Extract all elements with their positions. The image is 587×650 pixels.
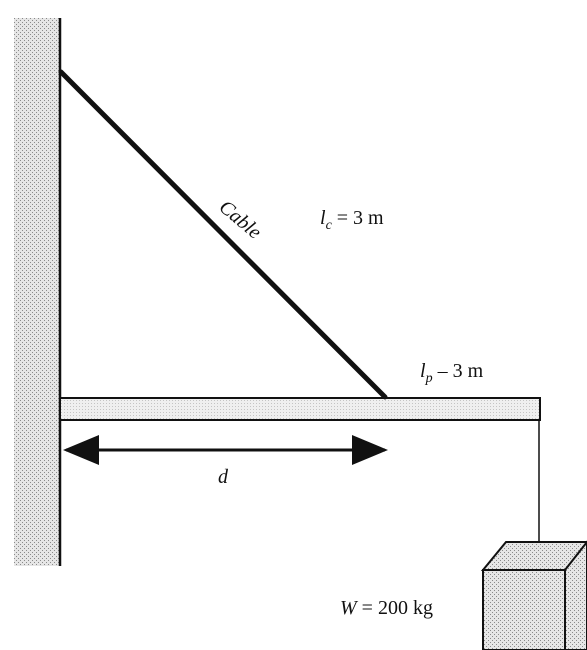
cable (58, 69, 388, 400)
wall (14, 18, 60, 566)
beam-length-label: lp – 3 m (420, 360, 484, 386)
weight-label: W = 200 kg (340, 597, 433, 619)
cable-length-label: lc = 3 m (320, 207, 384, 233)
weight-block (480, 540, 587, 650)
distance-label-d: d (218, 466, 229, 488)
beam (59, 397, 541, 421)
